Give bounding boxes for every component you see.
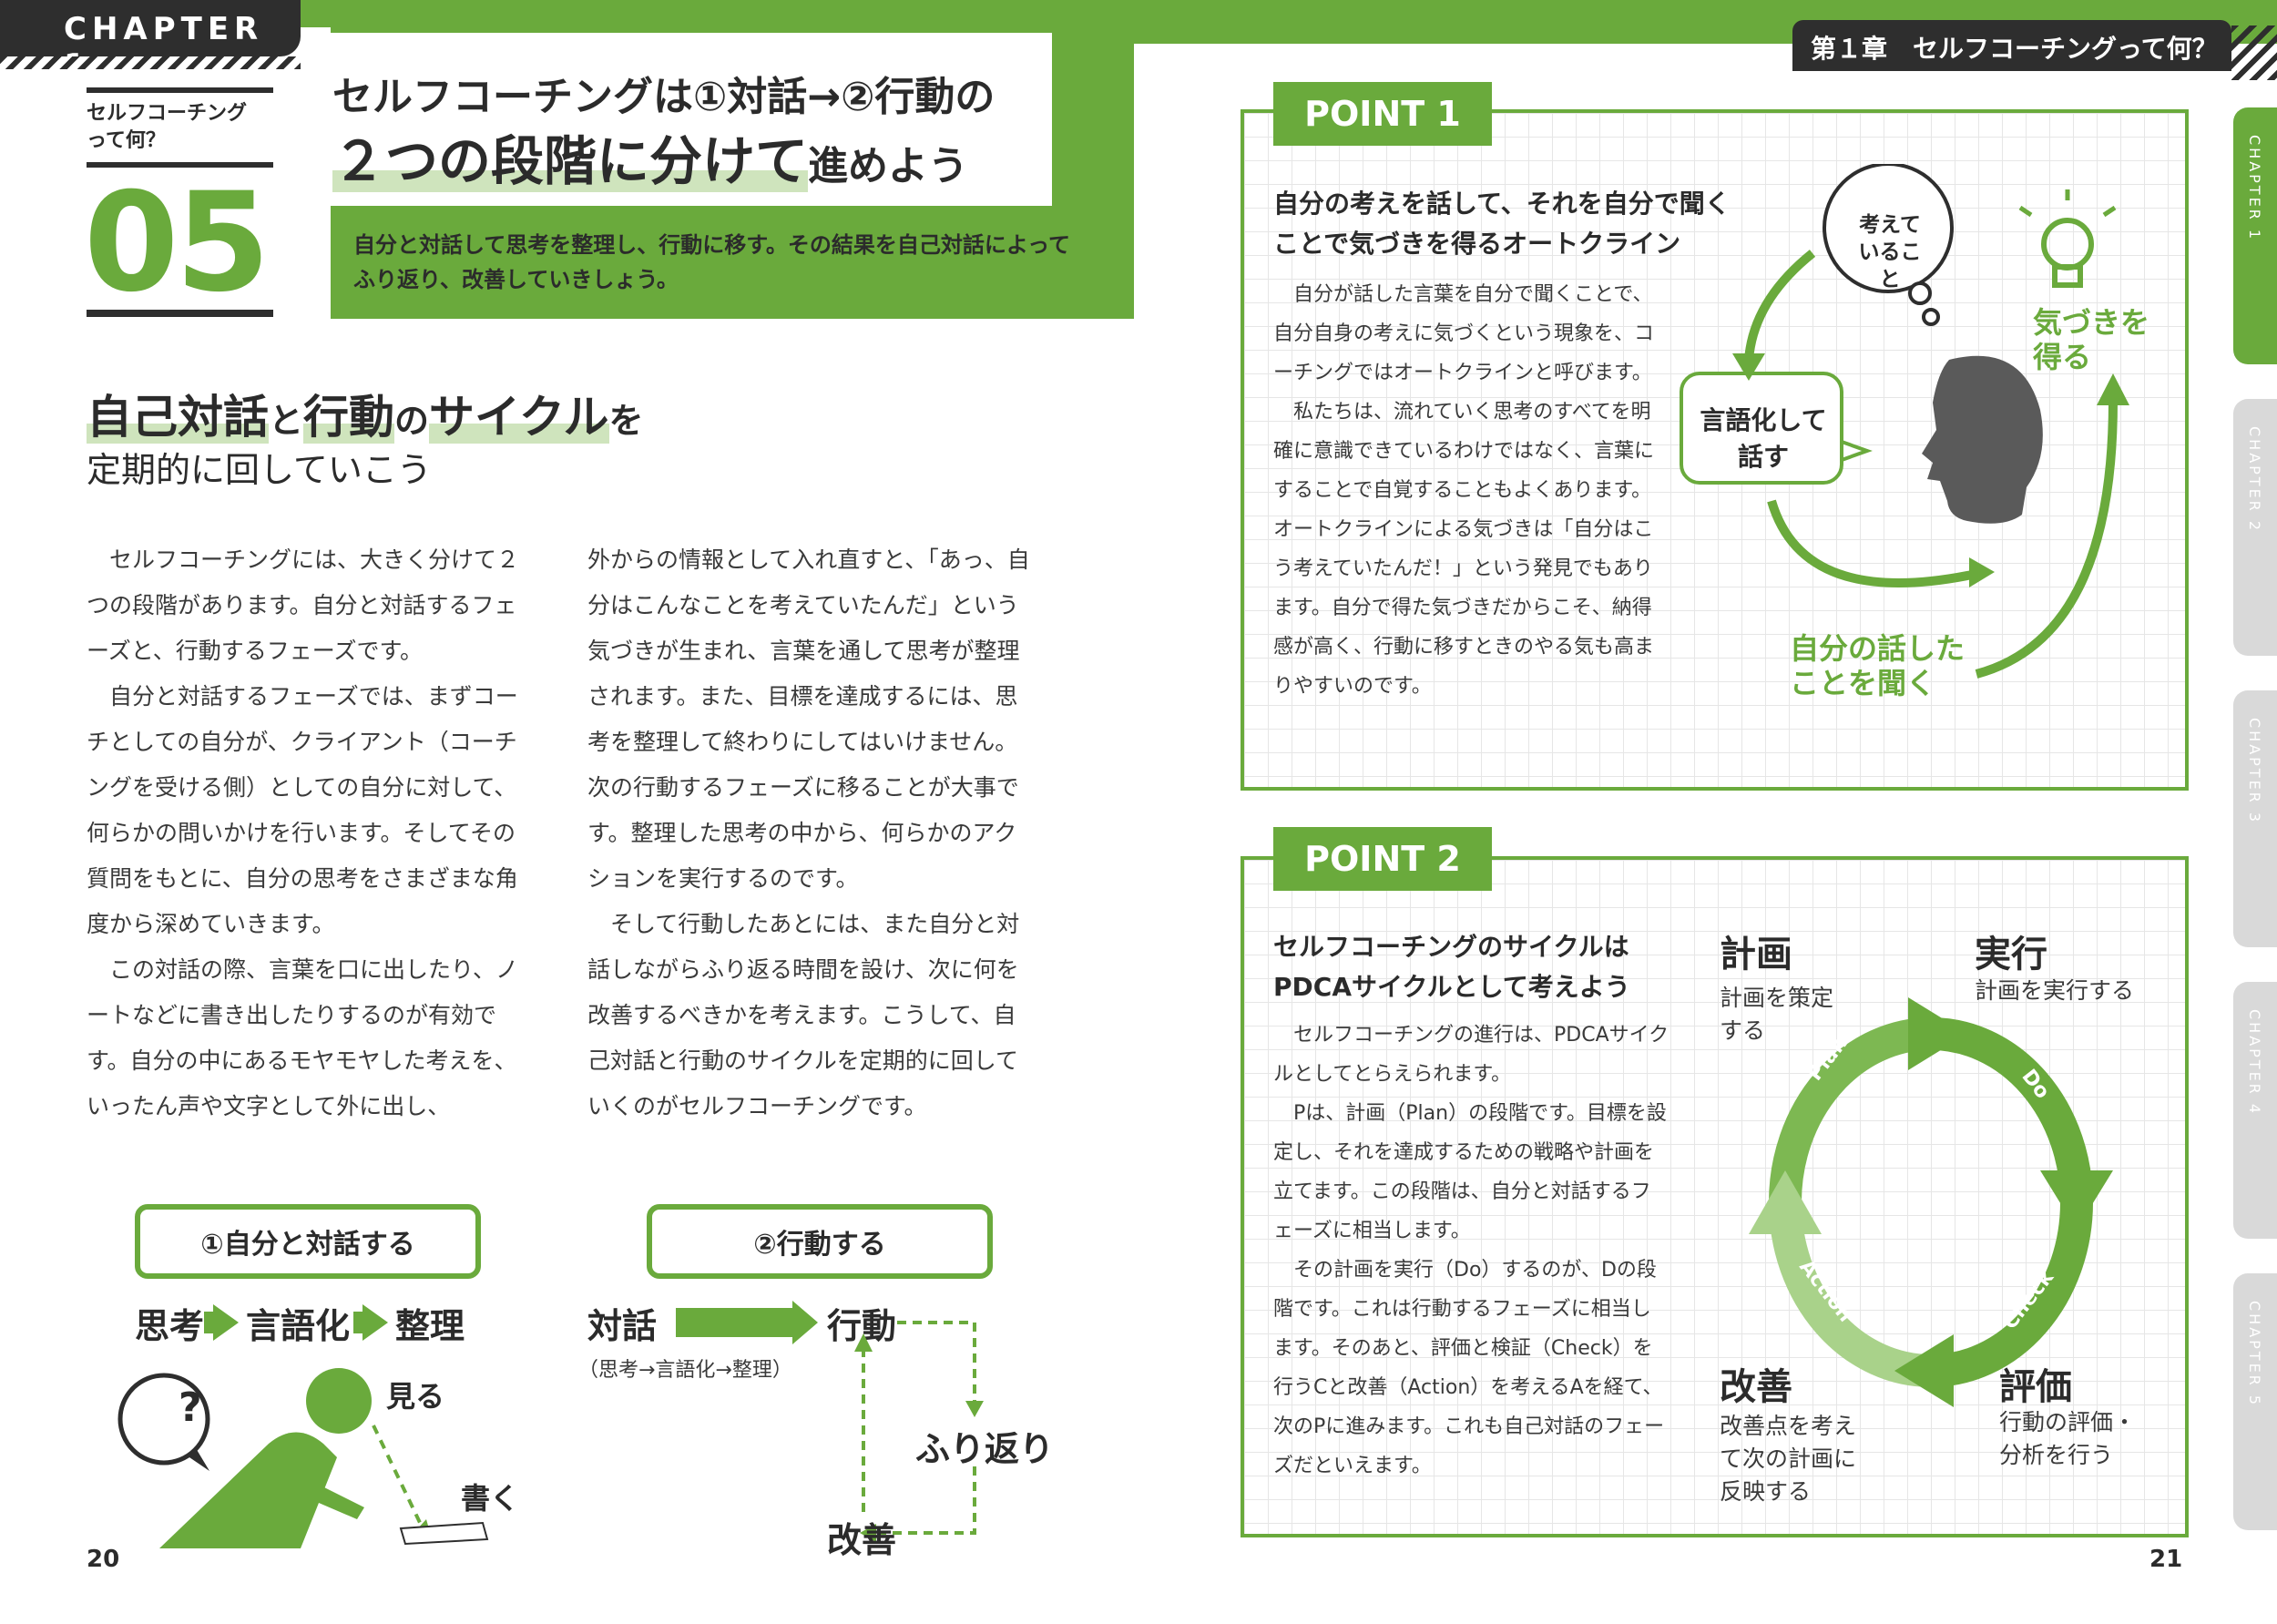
stripe-decoration [2231,26,2277,80]
action-arc [1769,1201,1932,1387]
step-thinking: 思考 [135,1306,205,1346]
check-heading: 評価 [1999,1366,2072,1408]
divider [87,87,273,93]
point-2-body: セルフコーチングの進行は、PDCAサイクルとしてとらえられます。 Pは、計画（P… [1273,1024,1669,1477]
lead-text: 自分と対話して思考を整理し、行動に移す。その結果を自己対話によってふり返り、改善… [353,232,1070,292]
body-shape [159,1432,337,1548]
section-number: 05 [84,164,271,322]
speech-bubble-icon [117,1373,210,1466]
point-1-tag: POINT 1 [1273,82,1492,146]
arrowhead-icon [1749,1170,1822,1234]
point-1-title: 自分の考えを話して、それを自分で聞くことで気づきを得るオートクライン [1273,189,1731,259]
body-column-b: 外からの情報として入れ直すと、「あっ、自分はこんなことを考えていたんだ」という気… [587,546,1030,1119]
step-organize: 整理 [395,1306,465,1346]
point-2-title: セルフコーチングのサイクルはPDCAサイクルとして考えよう [1273,932,1630,1002]
plan-desc: 計画を策定する [1720,985,1834,1044]
side-tab-chapter-4[interactable]: CHAPTER 4 [2233,982,2277,1239]
do-heading: 実行 [1975,934,2047,975]
page-number-right: 21 [2149,1546,2183,1573]
arm-shape [287,1471,364,1519]
action-heading: 改善 [1720,1366,1792,1408]
pdca-cycle-diagram [1749,997,2113,1407]
side-tab-chapter-5[interactable]: CHAPTER 5 [2233,1273,2277,1530]
arrow-stem [204,1312,219,1333]
arrow-stem [353,1312,368,1333]
reflection-loop [854,1321,984,1542]
point-2-box [1241,856,2189,1537]
divider [87,162,273,168]
insight-label: 気づきを得る [2033,305,2150,374]
divider [87,310,273,317]
improve-node: 改善 [827,1520,897,1560]
speech-box [1680,372,1843,485]
write-label: 書く [461,1481,520,1516]
side-title: セルフコーチング って何？ [87,102,248,152]
dialogue-note: （思考→言語化→整理） [578,1359,792,1382]
chapter-label: CHAPTER 1 [64,11,264,84]
speak-label: 言語化して話す [1700,405,1827,472]
paper-icon [399,1521,489,1546]
sight-line [372,1425,425,1531]
side-tab-chapter-1[interactable]: CHAPTER 1 [2233,107,2277,364]
plan-arc [1769,1017,1932,1203]
person-writing-illustration [117,1368,489,1548]
heading-line-1: セルフコーチングは①対話→②行動の [332,74,996,120]
arrow-icon [792,1301,818,1344]
arrowhead-icon [1908,997,1967,1070]
head-silhouette [1922,355,2043,524]
reflect-node: ふり返り [915,1429,1055,1469]
point-2-tag: POINT 2 [1273,827,1492,891]
action-desc: 改善点を考えて次の計画に反映する [1720,1413,1857,1505]
action-label-box: ②行動する [647,1204,993,1279]
lightbulb-icon [2018,189,2117,288]
check-desc: 行動の評価・分析を行う [1999,1409,2137,1468]
subheading: 自己対話と行動のサイクルを [87,391,644,444]
stripe-decoration [0,56,319,69]
side-tab-chapter-2[interactable]: CHAPTER 2 [2233,399,2277,656]
chapter-header-tab: 第１章 セルフコーチングって何？ [1792,20,2231,71]
side-tab-chapter-3[interactable]: CHAPTER 3 [2233,690,2277,947]
do-desc: 計画を実行する [1975,977,2135,1004]
dialogue-node: 対話 [587,1306,658,1346]
page-number-left: 20 [87,1546,120,1573]
subheading-line-2: 定期的に回していこう [87,450,432,490]
thought-label: 考えていること [1858,213,1922,291]
arrow-bar [676,1308,794,1337]
check-arc [1930,1201,2093,1387]
arrowhead-icon [1894,1334,1954,1407]
step-verbalize: 言語化 [246,1306,351,1346]
dialogue-label-box: ①自分と対話する [135,1204,481,1279]
see-label: 見る [386,1379,445,1414]
body-column-a: セルフコーチングには、大きく分けて２つの段階があります。自分と対話するフェーズと… [87,546,520,1119]
point-1-body: 自分が話した言葉を自分で聞くことで、自分自身の考えに気づくという現象を、コーチン… [1273,283,1655,698]
chapter-tab: CHAPTER 1 [0,0,301,84]
question-mark: ? [179,1384,202,1431]
heading-line-2: ２つの段階に分けて進めよう [332,130,969,192]
arrowhead-icon [2040,1170,2113,1230]
head-icon [306,1368,372,1434]
autocrine-diagram [1680,164,2129,679]
bubble-tail [187,1448,209,1471]
thought-bubble-icon [1823,164,1954,293]
listen-label: 自分の話したことを聞く [1790,631,1966,700]
do-arc [1930,1017,2093,1203]
plan-heading: 計画 [1720,934,1792,975]
